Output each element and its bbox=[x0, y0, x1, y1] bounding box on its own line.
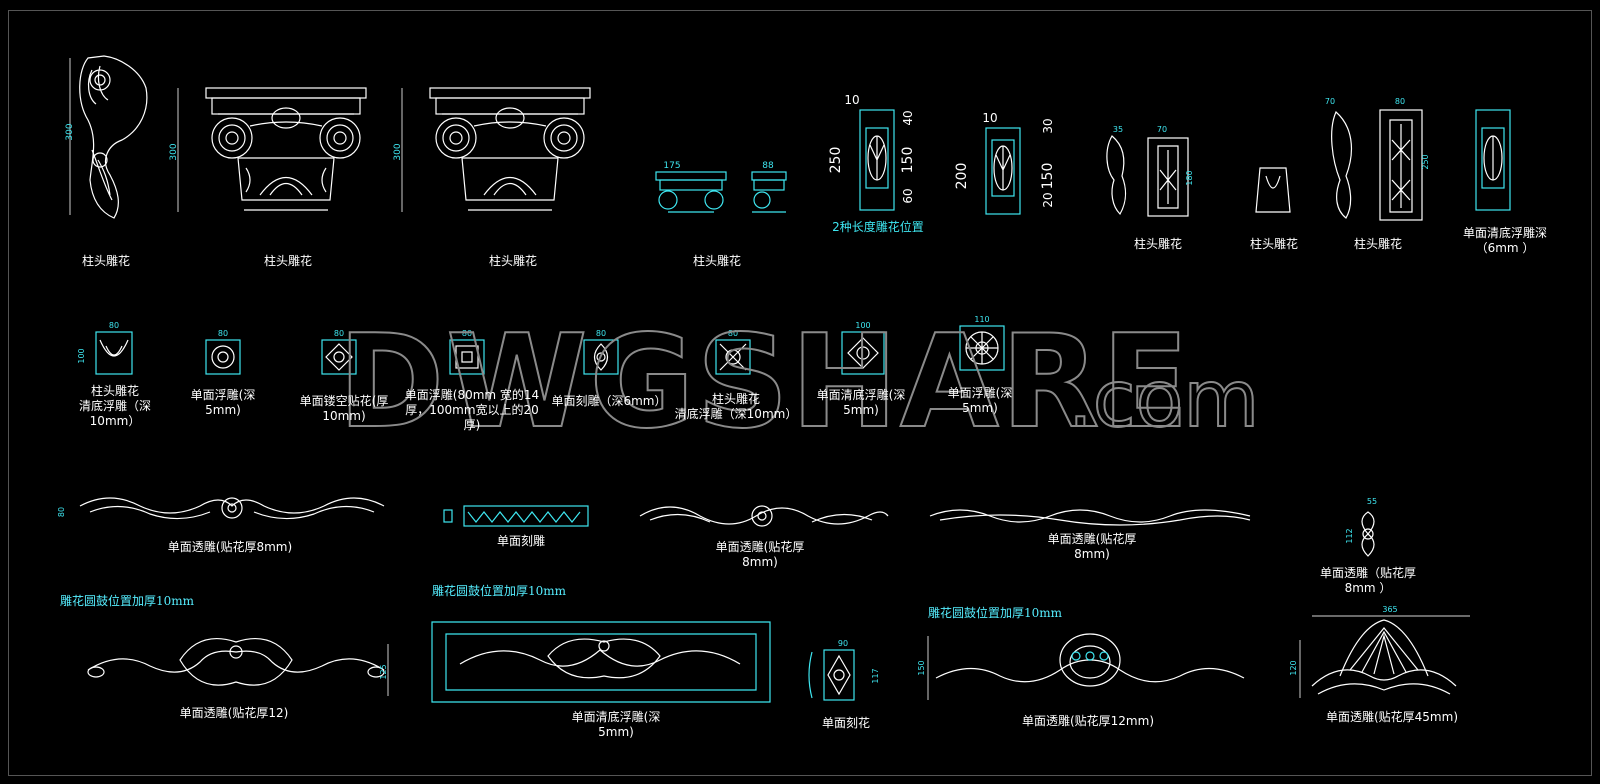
frieze-2 bbox=[639, 505, 889, 527]
label-row2-5: 单面刻雕（深6mm） bbox=[551, 394, 667, 408]
small-capital-carving bbox=[655, 171, 787, 213]
dimension-d-10a: 10 bbox=[844, 93, 859, 107]
dimension-d-80b: 80 bbox=[218, 329, 228, 338]
dimension-d-30: 30 bbox=[1041, 118, 1055, 133]
dimension-d-300c: 300 bbox=[65, 123, 75, 140]
dimension-d-150a: 150 bbox=[900, 147, 916, 174]
label-row2-7: 单面清底浮雕(深 5mm) bbox=[816, 388, 906, 417]
label-row1-3: 柱头雕花 bbox=[488, 254, 537, 268]
watermark-main: DWGSHARE bbox=[338, 318, 1191, 448]
small-vertical-ornament bbox=[1361, 511, 1375, 557]
dimension-d-120: 120 bbox=[1289, 660, 1298, 675]
label-row2-8: 单面浮雕(深 5mm) bbox=[947, 386, 1013, 415]
dimension-d-80c: 80 bbox=[334, 329, 344, 338]
dimension-d-80d: 80 bbox=[462, 329, 472, 338]
dimension-d-150c: 150 bbox=[917, 660, 926, 675]
dimension-d-100a: 100 bbox=[77, 348, 86, 363]
dimension-d-90: 90 bbox=[838, 639, 848, 648]
label-row1-9: 单面清底浮雕深 （6mm ） bbox=[1462, 226, 1547, 255]
dimension-d-150b: 150 bbox=[1040, 163, 1056, 190]
label-row4-1: 单面透雕(贴花厚12) bbox=[179, 706, 289, 720]
label-row1-7: 柱头雕花 bbox=[1249, 237, 1298, 251]
dimension-d-40: 40 bbox=[901, 110, 915, 125]
dimension-d-250: 250 bbox=[828, 147, 844, 174]
right-column-carvings bbox=[1106, 109, 1423, 221]
label-row3-3: 单面透雕(贴花厚 8mm) bbox=[715, 540, 805, 569]
label-row4-5: 单面透雕(贴花厚45mm) bbox=[1325, 710, 1458, 724]
dimension-d-60: 60 bbox=[901, 188, 915, 203]
capital-carving-1 bbox=[205, 87, 367, 211]
panel-leaves bbox=[867, 135, 1503, 191]
frieze-dentil bbox=[443, 505, 589, 527]
label-row1-6: 柱头雕花 bbox=[1133, 237, 1182, 251]
corbel-carving bbox=[79, 55, 148, 219]
dimension-d-35: 35 bbox=[1113, 125, 1123, 134]
dimension-d-80a: 80 bbox=[109, 321, 119, 330]
watermark: DWGSHARE .com bbox=[337, 318, 1260, 448]
callout-2: 雕花圆鼓位置加厚10mm bbox=[432, 584, 567, 598]
label-row3-5: 单面透雕（贴花厚 8mm ） bbox=[1319, 566, 1416, 595]
dimension-d-110: 110 bbox=[974, 315, 989, 324]
dimension-d-175: 175 bbox=[663, 161, 680, 171]
dimension-d-250b: 250 bbox=[1421, 154, 1430, 169]
ornament-bottom-3 bbox=[935, 633, 1245, 687]
shell-ornament bbox=[1311, 619, 1457, 695]
dimension-d-112: 112 bbox=[1345, 528, 1354, 543]
dimension-d-80f: 80 bbox=[728, 329, 738, 338]
ornament-bottom-1 bbox=[87, 638, 385, 686]
ornament-panel-2 bbox=[431, 621, 771, 703]
dimension-d-88: 88 bbox=[762, 161, 774, 171]
label-row1-2: 柱头雕花 bbox=[263, 254, 312, 268]
dimension-d-80: 80 bbox=[1395, 97, 1405, 106]
label-row1-5: 2种长度雕花位置 bbox=[832, 220, 924, 234]
dimension-d-117: 117 bbox=[871, 668, 880, 683]
length-panels bbox=[859, 109, 1511, 215]
frieze-3 bbox=[929, 509, 1251, 526]
dimension-d-125: 125 bbox=[379, 664, 388, 679]
dimension-d-100b: 100 bbox=[855, 321, 870, 330]
dimension-d-365: 365 bbox=[1382, 605, 1397, 614]
label-row4-3: 单面刻花 bbox=[821, 716, 870, 730]
dimension-d-300b: 300 bbox=[393, 143, 403, 160]
frieze-1 bbox=[79, 497, 385, 520]
dim-line-verticals bbox=[387, 636, 1301, 700]
dimension-d-80g: 80 bbox=[57, 507, 66, 517]
dimension-d-10b: 10 bbox=[982, 111, 997, 125]
label-row3-1: 单面透雕(贴花厚8mm) bbox=[167, 540, 293, 554]
watermark-suffix: .com bbox=[1068, 355, 1259, 445]
square-tiles bbox=[95, 325, 1005, 375]
label-row1-8: 柱头雕花 bbox=[1353, 237, 1402, 251]
dimension-d-200: 200 bbox=[954, 163, 970, 190]
label-row2-1: 柱头雕花 清底浮雕（深 10mm） bbox=[78, 384, 151, 428]
label-row4-4: 单面透雕(贴花厚12mm) bbox=[1021, 714, 1154, 728]
label-row3-2: 单面刻雕 bbox=[496, 534, 545, 548]
dimension-d-70b: 70 bbox=[1325, 97, 1335, 106]
dimension-d-80e: 80 bbox=[596, 329, 606, 338]
small-rosette-panel bbox=[808, 649, 855, 701]
label-row4-2: 单面清底浮雕(深 5mm) bbox=[571, 710, 661, 739]
label-row1-1: 柱头雕花 bbox=[81, 254, 130, 268]
callout-1: 雕花圆鼓位置加厚10mm bbox=[60, 594, 195, 608]
label-row3-4: 单面透雕(贴花厚 8mm) bbox=[1047, 532, 1137, 561]
dimension-d-55: 55 bbox=[1367, 497, 1377, 506]
dimension-d-70: 70 bbox=[1157, 125, 1167, 134]
label-row2-6: 柱头雕花 清底浮雕（深10mm） bbox=[674, 392, 798, 421]
capital-carving-2 bbox=[429, 87, 591, 211]
label-row2-2: 单面浮雕(深 5mm) bbox=[190, 388, 256, 417]
label-row2-4: 单面浮雕(80mm 宽的14 厚，100mm宽以上的20 厚) bbox=[404, 388, 540, 432]
dimension-d-180: 180 bbox=[1185, 170, 1194, 185]
dimension-d-20: 20 bbox=[1041, 192, 1055, 207]
dimension-d-300a: 300 bbox=[169, 143, 179, 160]
label-row1-4: 柱头雕花 bbox=[692, 254, 741, 268]
callout-3: 雕花圆鼓位置加厚10mm bbox=[928, 606, 1063, 620]
label-row2-3: 单面镂空贴花(厚 10mm) bbox=[299, 394, 389, 423]
